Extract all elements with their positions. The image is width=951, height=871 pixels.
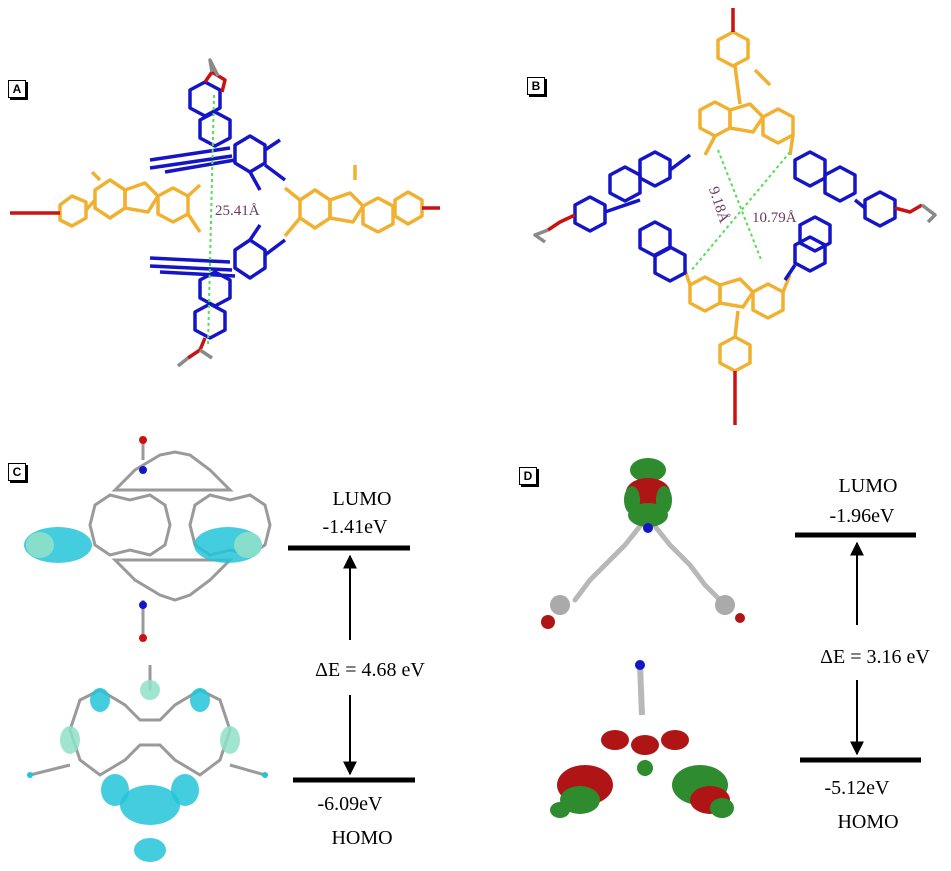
panel-d-lumo-structure bbox=[541, 458, 745, 629]
panel-label-b: B bbox=[527, 77, 545, 95]
panel-c-homo-name: HOMO bbox=[331, 827, 392, 849]
panel-c-energy-diagram: LUMO -1.41eV ΔE = 4.68 eV -6.09eV HOMO bbox=[288, 488, 425, 849]
panel-label-c: C bbox=[8, 463, 26, 481]
panel-d-homo-energy: -5.12eV bbox=[825, 777, 891, 799]
panel-d-lumo-energy: -1.96eV bbox=[830, 505, 896, 527]
panel-label-d: D bbox=[519, 467, 537, 485]
panel-c-homo-energy: -6.09eV bbox=[318, 793, 384, 815]
panel-c-homo-structure bbox=[27, 665, 268, 862]
panel-b-distance-2: 10.79Å bbox=[752, 210, 797, 226]
panel-b-distance-line-2 bbox=[689, 151, 791, 273]
panel-b-distance-line-1 bbox=[717, 149, 763, 263]
panel-d-energy-diagram: LUMO -1.96eV ΔE = 3.16 eV -5.12eV HOMO bbox=[795, 475, 930, 833]
panel-c-lumo-name: LUMO bbox=[333, 488, 392, 510]
panel-label-a: A bbox=[8, 80, 26, 98]
panel-c-lumo-energy: -1.41eV bbox=[323, 516, 389, 538]
panel-d-lumo-name: LUMO bbox=[839, 475, 898, 497]
panel-c-gap: ΔE = 4.68 eV bbox=[315, 659, 425, 681]
panel-a-distance: 25.41Å bbox=[215, 203, 260, 219]
panel-d-homo-structure bbox=[550, 660, 734, 818]
panel-a-structure bbox=[10, 58, 440, 368]
panel-d-gap: ΔE = 3.16 eV bbox=[820, 646, 930, 668]
panel-b-structure bbox=[533, 8, 937, 425]
panel-b-distance-1: 9.18Å bbox=[705, 185, 732, 225]
panel-c-lumo-structure bbox=[24, 436, 272, 642]
panel-d-homo-name: HOMO bbox=[837, 811, 898, 833]
